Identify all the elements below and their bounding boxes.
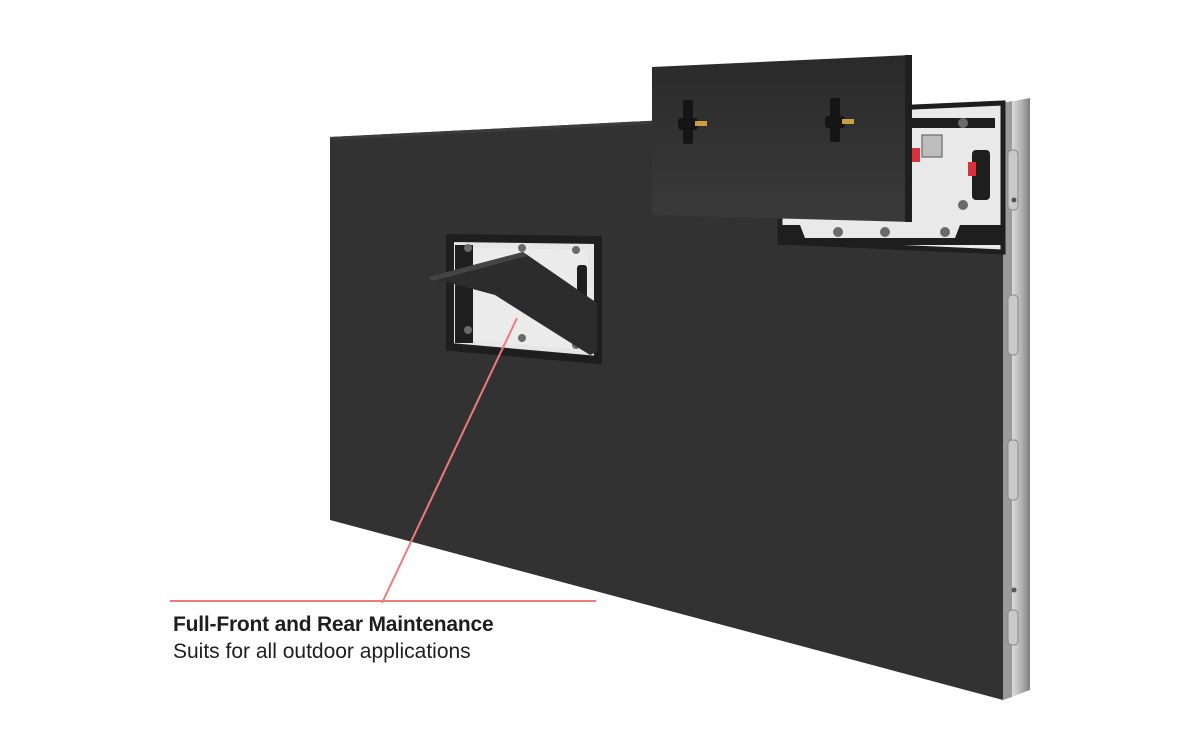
side-frame-rail — [1003, 98, 1030, 700]
magnetic-tool-icon — [678, 100, 707, 144]
callout-line — [170, 317, 596, 604]
magnetic-tool-icon-2 — [825, 98, 854, 142]
tilted-module — [428, 252, 597, 355]
red-latch-icon — [910, 148, 920, 162]
feature-caption: Full-Front and Rear Maintenance Suits fo… — [173, 612, 494, 666]
handle-icon — [972, 150, 990, 200]
feature-subtitle: Suits for all outdoor applications — [173, 640, 471, 663]
removed-module — [652, 55, 912, 222]
feature-title: Full-Front and Rear Maintenance — [173, 613, 494, 636]
